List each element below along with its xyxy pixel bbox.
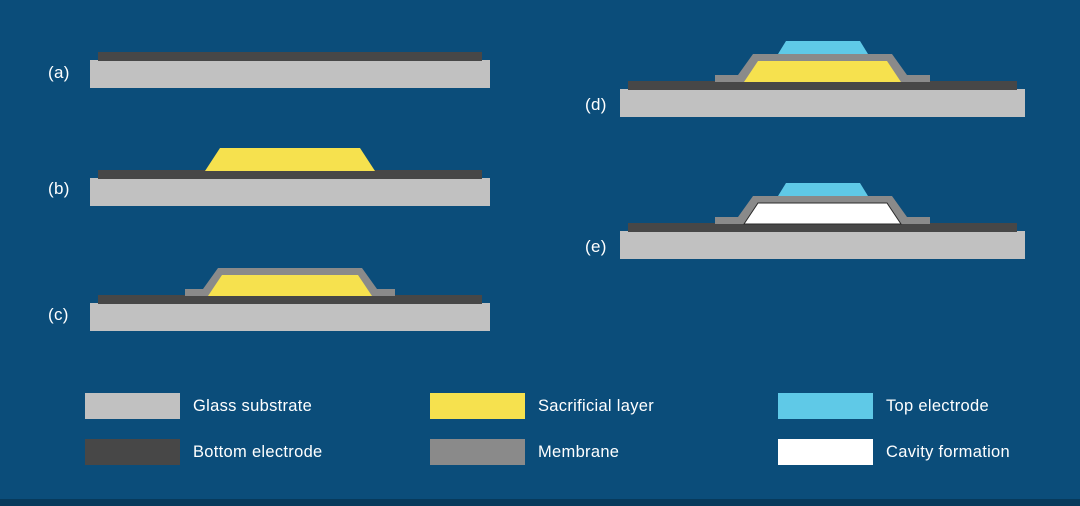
top-electrode-swatch [778,393,873,419]
legend-label-bottom-electrode: Bottom electrode [193,442,323,461]
legend-item-top-electrode: Top electrode [778,393,989,419]
bottom-electrode-layer [98,170,482,179]
step-c-diagram [90,268,490,331]
cavity-formation-swatch [778,439,873,465]
bottom-electrode-layer [628,81,1017,90]
sacrificial-layer [744,61,901,82]
bottom-electrode-layer [628,223,1017,232]
legend-label-top-electrode: Top electrode [886,396,989,415]
legend-item-membrane: Membrane [430,439,619,465]
legend-label-membrane: Membrane [538,442,620,461]
step-d-diagram [620,41,1025,117]
legend-item-cavity-formation: Cavity formation [778,439,1010,465]
sacrificial-layer [205,148,375,171]
legend-label-sacrificial-layer: Sacrificial layer [538,396,655,415]
bottom-electrode-layer [98,52,482,61]
glass-substrate-layer [620,231,1025,259]
bottom-electrode-swatch [85,439,180,465]
membrane-swatch [430,439,525,465]
top-electrode-layer [778,183,868,196]
step-a-diagram [90,52,490,88]
legend-label-glass-substrate: Glass substrate [193,396,313,415]
cavity-region [743,202,902,225]
legend-item-sacrificial-layer: Sacrificial layer [430,393,654,419]
step-label-e: (e) [585,237,607,256]
step-b-diagram [90,148,490,206]
step-label-b: (b) [48,179,70,198]
glass-substrate-layer [620,89,1025,117]
glass-substrate-layer [90,303,490,331]
sacrificial-layer-swatch [430,393,525,419]
glass-substrate-layer [90,60,490,88]
legend-label-cavity-formation: Cavity formation [886,442,1011,461]
bottom-electrode-layer [98,295,482,304]
legend-item-bottom-electrode: Bottom electrode [85,439,323,465]
glass-substrate-swatch [85,393,180,419]
step-label-a: (a) [48,63,70,82]
step-label-d: (d) [585,95,607,114]
top-electrode-layer [778,41,868,54]
step-e-diagram [620,183,1025,259]
step-label-c: (c) [48,305,69,324]
sacrificial-layer [208,275,372,296]
legend-item-glass-substrate: Glass substrate [85,393,312,419]
glass-substrate-layer [90,178,490,206]
footer-bar [0,499,1080,506]
